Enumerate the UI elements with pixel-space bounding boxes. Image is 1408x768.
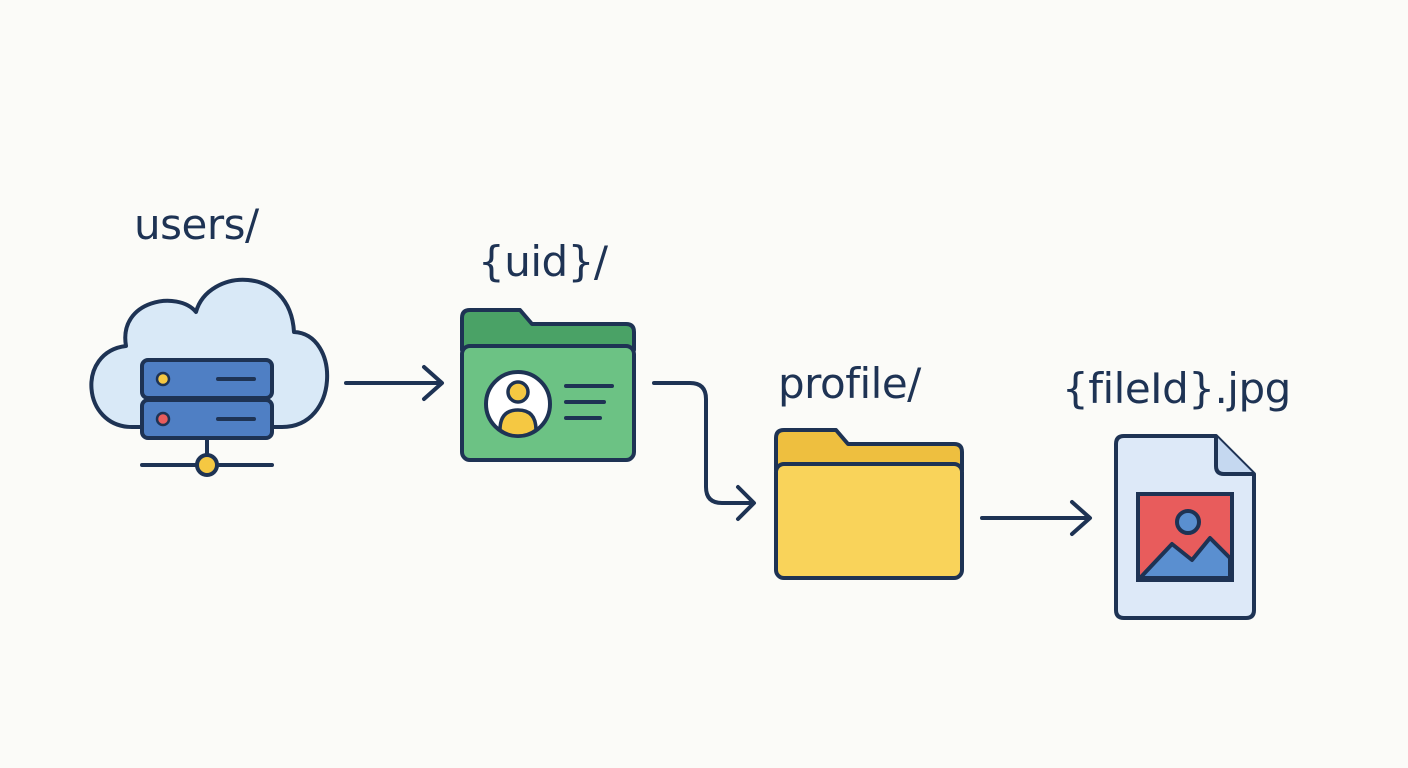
file-corner-fold bbox=[1214, 436, 1254, 476]
arrow-uid-to-profile bbox=[652, 381, 756, 521]
folder-front bbox=[774, 462, 964, 580]
folder-back bbox=[774, 428, 964, 472]
image-file-icon bbox=[1114, 434, 1256, 620]
segment-label-users: users/ bbox=[134, 200, 259, 249]
user-folder-icon bbox=[460, 308, 636, 462]
network-node bbox=[195, 453, 219, 477]
segment-label-uid: {uid}/ bbox=[478, 237, 608, 286]
folder-icon bbox=[774, 428, 964, 580]
picture-thumbnail-icon bbox=[1136, 492, 1234, 582]
user-avatar-icon bbox=[484, 370, 552, 438]
segment-label-file: {fileId}.jpg bbox=[1062, 364, 1291, 413]
arrow-profile-to-file bbox=[980, 500, 1092, 536]
segment-label-profile: profile/ bbox=[778, 359, 921, 408]
folder-back bbox=[460, 308, 636, 352]
cloud-server-icon bbox=[89, 277, 330, 477]
arrow-users-to-uid bbox=[344, 365, 444, 401]
server-led-top bbox=[155, 371, 171, 387]
server-led-bottom bbox=[155, 411, 171, 427]
